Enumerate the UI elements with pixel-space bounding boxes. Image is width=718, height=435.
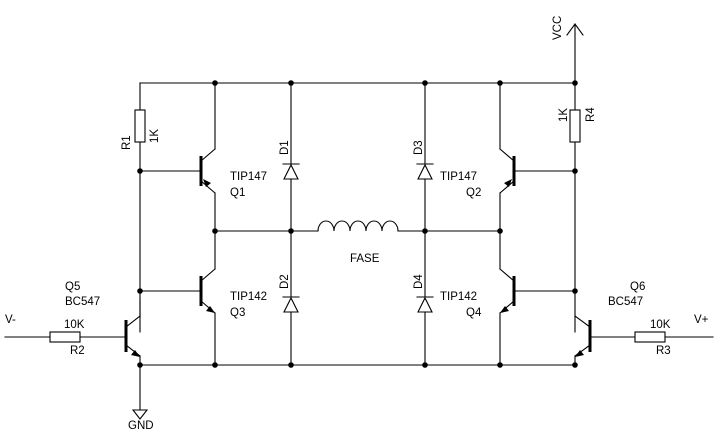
load-label: FASE — [350, 253, 380, 265]
r3-value: 10K — [650, 319, 671, 331]
d4-label: D4 — [413, 274, 425, 289]
input-v-minus — [4, 331, 125, 343]
vcc-rail — [139, 23, 584, 84]
transistor-q4 — [499, 230, 576, 366]
r3-name: R3 — [656, 345, 671, 357]
r1-value: 1K — [149, 129, 161, 143]
d1-label: D1 — [279, 140, 291, 155]
q6-part: BC547 — [608, 296, 643, 308]
q3-name: Q3 — [230, 307, 245, 319]
input-v-plus — [591, 331, 714, 343]
q1-part: TIP147 — [230, 171, 267, 183]
r4-name: R4 — [585, 107, 597, 122]
transistor-q2 — [499, 82, 576, 232]
transistor-q1 — [139, 82, 216, 232]
gnd-rail — [131, 364, 576, 420]
v-plus-label: V+ — [694, 314, 709, 326]
r1-name: R1 — [121, 135, 133, 150]
v-minus-label: V- — [5, 314, 16, 326]
r4-value: 1K — [558, 108, 570, 122]
resistor-r1 — [134, 82, 146, 333]
q2-part: TIP147 — [440, 171, 477, 183]
gnd-label: GND — [128, 420, 154, 432]
resistor-r4 — [569, 82, 581, 333]
r2-name: R2 — [70, 345, 85, 357]
junction-dots — [137, 80, 578, 368]
transistor-q3 — [139, 230, 216, 366]
q4-part: TIP142 — [440, 291, 477, 303]
transistor-q5 — [124, 299, 141, 366]
diode-d2 — [282, 230, 300, 366]
d3-label: D3 — [413, 140, 425, 155]
transistor-q6 — [574, 315, 592, 366]
vcc-label: VCC — [552, 16, 564, 40]
diode-d3 — [416, 82, 434, 232]
diode-d4 — [416, 230, 434, 366]
diode-d1 — [282, 82, 300, 232]
r2-value: 10K — [64, 319, 85, 331]
q1-name: Q1 — [230, 187, 245, 199]
q5-part: BC547 — [65, 296, 100, 308]
d2-label: D2 — [279, 274, 291, 289]
load-coil — [214, 220, 501, 232]
q4-name: Q4 — [466, 307, 482, 319]
q6-name: Q6 — [630, 281, 645, 293]
q3-part: TIP142 — [230, 291, 267, 303]
q2-name: Q2 — [466, 187, 481, 199]
q5-name: Q5 — [65, 281, 80, 293]
